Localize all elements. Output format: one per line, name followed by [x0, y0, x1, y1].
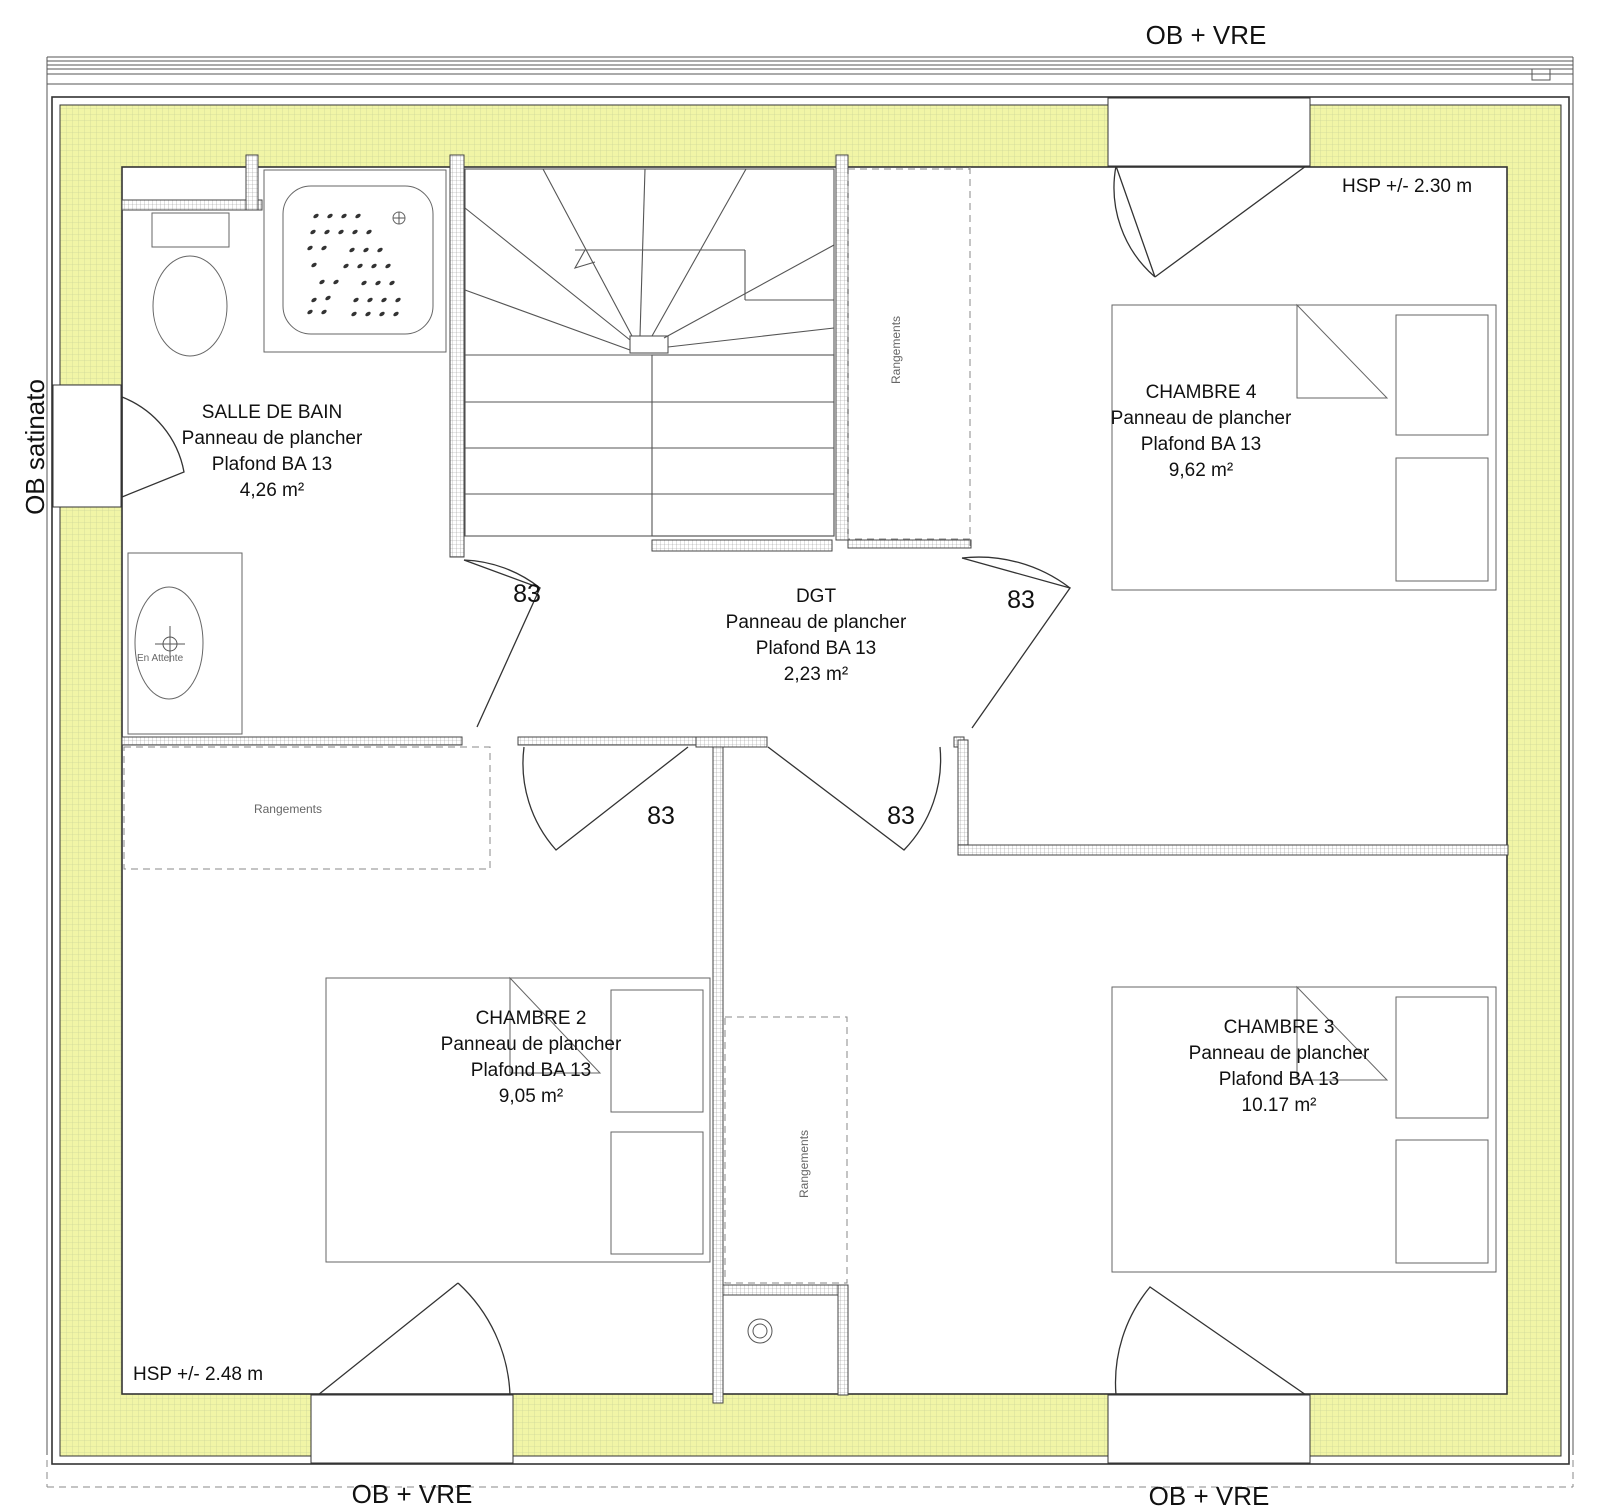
bottom-left-window-label: OB + VRE	[352, 1479, 473, 1509]
room-floor: Panneau de plancher	[1189, 1043, 1370, 1064]
bed-icon	[1111, 303, 1497, 591]
room-floor: Panneau de plancher	[182, 428, 363, 449]
room-label-chambre3: CHAMBRE 3 Panneau de plancher Plafond BA…	[1189, 1017, 1370, 1116]
room-area: 9,05 m²	[499, 1086, 563, 1107]
storage-label-chambre3: Rangements	[797, 1130, 811, 1198]
room-label-chambre2: CHAMBRE 2 Panneau de plancher Plafond BA…	[441, 1008, 622, 1107]
shower-tray-icon	[263, 169, 447, 353]
washbasin-icon	[127, 552, 243, 735]
roof-edge	[46, 56, 1574, 1488]
room-floor: Panneau de plancher	[441, 1034, 622, 1055]
bottom-right-window-label: OB + VRE	[1149, 1481, 1270, 1511]
room-ceiling: Plafond BA 13	[756, 638, 876, 659]
room-area: 9,62 m²	[1169, 460, 1233, 481]
toilet-icon	[151, 212, 230, 357]
room-floor: Panneau de plancher	[726, 612, 907, 633]
chambre2-ceiling-height: HSP +/- 2.48 m	[133, 1364, 263, 1385]
staircase-icon	[464, 168, 835, 537]
top-window-label: OB + VRE	[1146, 20, 1267, 50]
exterior-walls	[51, 96, 1570, 1465]
room-label-salle-de-bain: SALLE DE BAIN Panneau de plancher Plafon…	[182, 402, 363, 501]
bathroom-fixtures: En Attente	[127, 169, 447, 735]
room-area: 2,23 m²	[784, 664, 848, 685]
door-width-chambre4: 83	[1007, 586, 1035, 614]
room-ceiling: Plafond BA 13	[1141, 434, 1261, 455]
chambre4-ceiling-height: HSP +/- 2.30 m	[1342, 176, 1472, 197]
room-name: CHAMBRE 4	[1146, 382, 1257, 403]
door-width-chambre2: 83	[647, 802, 675, 830]
left-window-label: OB satinato	[20, 379, 50, 515]
storage-label-chambre2: Rangements	[254, 802, 322, 816]
storage-label-chambre4: Rangements	[889, 316, 903, 384]
room-floor: Panneau de plancher	[1111, 408, 1292, 429]
room-label-dgt: DGT Panneau de plancher Plafond BA 13 2,…	[726, 586, 907, 685]
room-name: CHAMBRE 2	[476, 1008, 587, 1029]
door-width-chambre3: 83	[887, 802, 915, 830]
room-name: CHAMBRE 3	[1224, 1017, 1335, 1038]
room-label-chambre4: CHAMBRE 4 Panneau de plancher Plafond BA…	[1111, 382, 1292, 481]
room-name: DGT	[796, 586, 837, 607]
door-swing-icon	[121, 165, 1307, 1396]
room-ceiling: Plafond BA 13	[1219, 1069, 1339, 1090]
room-ceiling: Plafond BA 13	[471, 1060, 591, 1081]
bed-icon	[325, 976, 711, 1263]
drain-icon	[747, 1318, 773, 1344]
bed-icon	[1111, 985, 1497, 1273]
sink-note: En Attente	[137, 653, 184, 664]
room-name: SALLE DE BAIN	[202, 402, 342, 423]
room-area: 10.17 m²	[1242, 1095, 1317, 1116]
room-area: 4,26 m²	[240, 480, 304, 501]
room-ceiling: Plafond BA 13	[212, 454, 332, 475]
door-width-bath: 83	[513, 580, 541, 608]
storage-zones	[123, 168, 971, 1284]
